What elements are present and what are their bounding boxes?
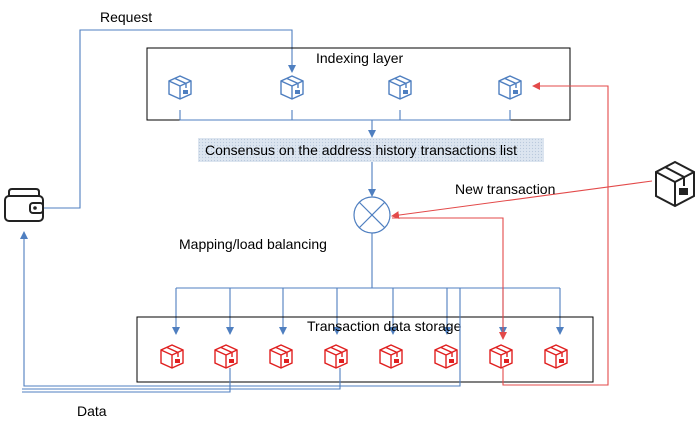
storage-node-5-package-icon [379,344,403,369]
storage-label: Transaction data storage [307,318,462,334]
indexing-node-3-package-icon [388,75,412,100]
data-label: Data [77,403,107,419]
new-transaction-to-mapper-arrow [391,180,653,220]
mapper-cross-circle-icon [353,196,391,234]
indexing-collector-line [179,110,511,121]
request-connector [43,29,296,209]
wallet-icon [4,188,44,222]
storage-node-2-package-icon [214,344,238,369]
request-label: Request [100,9,152,25]
storage-node-1-package-icon [160,344,184,369]
storage-node-8-package-icon [544,344,568,369]
mapping-label: Mapping/load balancing [179,236,327,252]
storage-node-3-package-icon [269,344,293,369]
consensus-label: Consensus on the address history transac… [205,142,517,158]
indexing-layer-label: Indexing layer [316,50,404,66]
storage-to-indexing-red-arrow [502,82,609,386]
new-transaction-label: New transaction [455,181,555,197]
consensus-bar [198,138,544,162]
storage-node-7-package-icon [489,344,513,369]
indexing-node-4-package-icon [498,75,522,100]
storage-box [136,316,594,383]
incoming-transaction-package-icon [655,160,695,208]
storage-node-4-package-icon [324,344,348,369]
indexing-node-1-package-icon [168,75,192,100]
data-return-lines [20,231,461,393]
storage-node-6-package-icon [434,344,458,369]
mapper-to-storage-red-arrow [392,217,507,340]
indexing-node-2-package-icon [280,75,304,100]
